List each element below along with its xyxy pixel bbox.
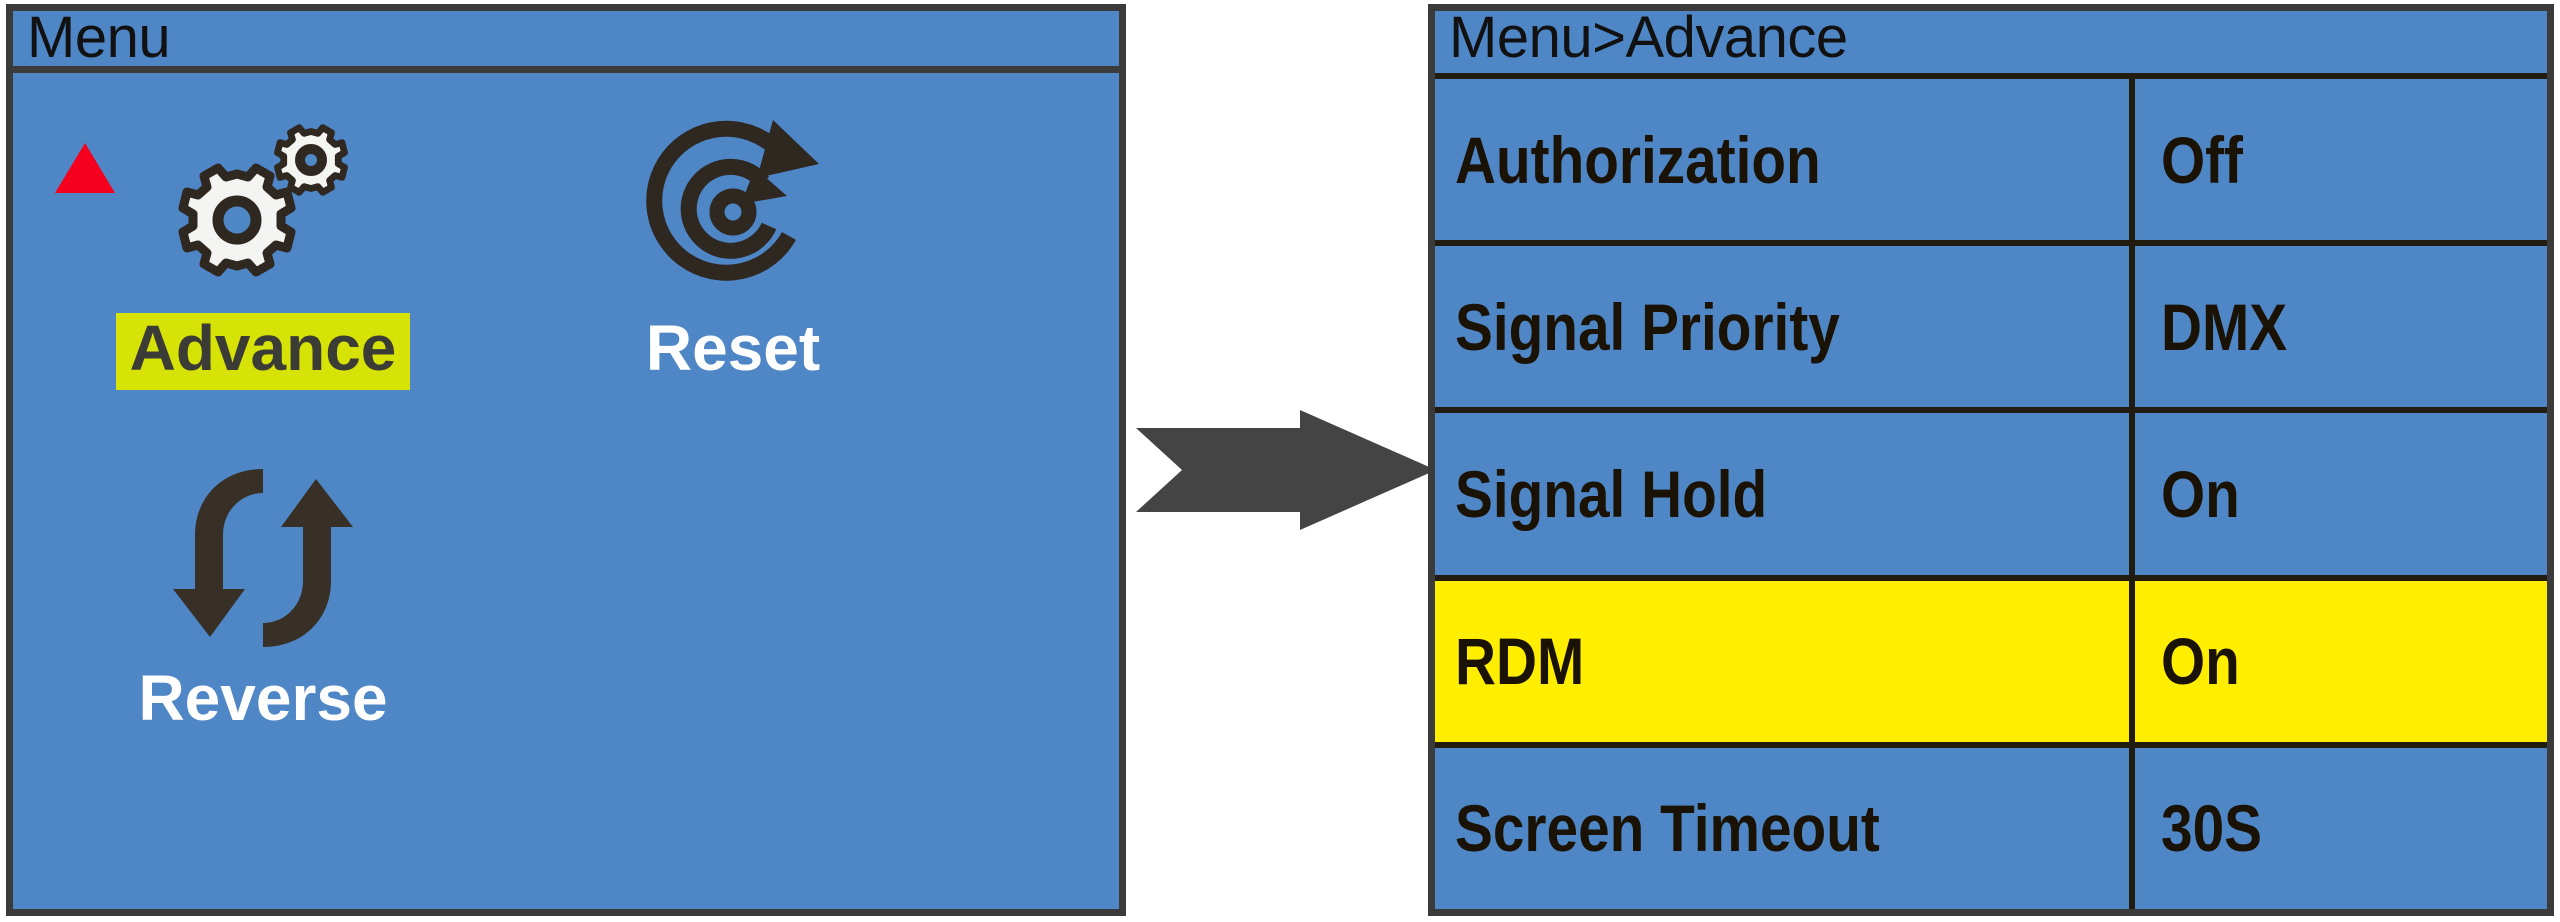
setting-label-cell: RDM	[1435, 580, 2135, 742]
setting-value-cell[interactable]: DMX	[2135, 246, 2547, 407]
left-screen-title: Menu	[27, 5, 171, 70]
breadcrumb: Menu>Advance	[1449, 5, 1848, 70]
setting-value-cell[interactable]: On	[2135, 581, 2547, 742]
table-row-selected[interactable]: RDM On	[1435, 574, 2547, 742]
setting-value: On	[2161, 457, 2240, 531]
table-row[interactable]: Screen Timeout 30S	[1435, 741, 2547, 910]
setting-label-cell: Screen Timeout	[1435, 747, 2135, 910]
setting-value: DMX	[2161, 289, 2288, 364]
table-row[interactable]: Signal Priority DMX	[1435, 240, 2547, 408]
left-screen-body: Advance	[13, 73, 1119, 909]
setting-label-cell: Signal Hold	[1435, 413, 2135, 575]
right-settings-screen: Menu>Advance Authorization Off Signal Pr…	[1428, 4, 2554, 916]
setting-label-cell: Authorization	[1435, 79, 2135, 241]
setting-value: Off	[2161, 122, 2243, 197]
table-row[interactable]: Authorization Off	[1435, 73, 2547, 241]
setting-label: RDM	[1455, 624, 1585, 699]
left-screen-titlebar: Menu	[13, 7, 1119, 73]
table-row[interactable]: Signal Hold On	[1435, 407, 2547, 575]
menu-item-reset-label: Reset	[645, 312, 821, 384]
menu-item-reverse-label: Reverse	[138, 662, 388, 734]
setting-value-cell[interactable]: 30S	[2135, 748, 2547, 909]
setting-label-cell: Signal Priority	[1435, 246, 2135, 408]
menu-item-advance[interactable]: Advance	[73, 103, 453, 391]
menu-item-reverse[interactable]: Reverse	[73, 453, 453, 740]
right-arrow-icon	[1136, 410, 1436, 530]
setting-value: On	[2161, 624, 2240, 699]
reverse-loop-icon	[73, 453, 453, 663]
menu-item-advance-label: Advance	[115, 313, 411, 391]
circular-reset-icon	[543, 103, 923, 313]
setting-label: Authorization	[1455, 122, 1821, 197]
setting-label: Screen Timeout	[1455, 791, 1880, 866]
settings-table: Authorization Off Signal Priority DMX Si…	[1435, 73, 2547, 910]
setting-label: Signal Hold	[1455, 457, 1768, 531]
setting-value-cell[interactable]: Off	[2135, 79, 2547, 240]
setting-value-cell[interactable]: On	[2135, 413, 2547, 574]
gears-icon	[73, 103, 453, 313]
left-menu-screen: Menu Advance	[6, 4, 1126, 916]
right-screen-titlebar: Menu>Advance	[1435, 7, 2547, 73]
red-up-triangle-icon	[55, 143, 115, 193]
setting-label: Signal Priority	[1455, 289, 1840, 364]
menu-item-reset[interactable]: Reset	[543, 103, 923, 390]
setting-value: 30S	[2161, 791, 2262, 866]
